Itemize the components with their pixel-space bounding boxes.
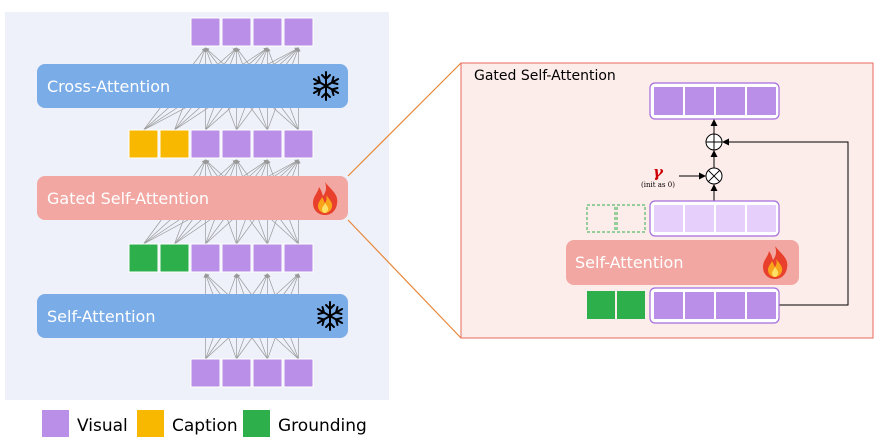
- visual-token: [190, 358, 221, 388]
- visual-token: [685, 292, 714, 319]
- right-self-attention-label: Self-Attention: [575, 253, 683, 272]
- token-row-grounding-visual: [128, 243, 314, 273]
- grounding-token: [159, 243, 190, 273]
- caption-token: [159, 129, 190, 159]
- visual-token: [252, 243, 283, 273]
- visual-token: [716, 292, 745, 319]
- right-panel-title: Gated Self-Attention: [474, 68, 616, 84]
- cross-attention-block: Cross-Attention: [37, 64, 348, 108]
- input-visual-token-group: [649, 287, 780, 324]
- zoom-connector-top: [347, 62, 462, 177]
- visual-token: [685, 205, 714, 232]
- token-row-top: [190, 17, 314, 47]
- legend-label-grounding: Grounding: [278, 416, 367, 436]
- self-attention-label: Self-Attention: [47, 307, 155, 326]
- visual-token: [283, 129, 314, 159]
- output-token-group: [649, 82, 780, 120]
- caption-token: [128, 129, 159, 159]
- grounding-token: [128, 243, 159, 273]
- visual-token: [747, 87, 776, 115]
- dashed-placeholder-group: [586, 204, 646, 233]
- plus-circle-icon: [705, 133, 723, 151]
- visual-token: [685, 87, 714, 115]
- visual-token: [654, 87, 683, 115]
- placeholder-token: [616, 204, 646, 233]
- visual-token: [747, 205, 776, 232]
- legend-label-caption: Caption: [172, 416, 238, 436]
- gated-self-attention-block: Gated Self-Attention: [37, 176, 348, 220]
- cross-attention-label: Cross-Attention: [47, 77, 170, 96]
- legend-swatch-caption: [137, 410, 164, 437]
- times-circle-icon: [705, 167, 723, 185]
- gamma-symbol: γ: [653, 163, 664, 181]
- visual-token: [221, 17, 252, 47]
- input-grounding-token-group: [587, 291, 645, 319]
- self-attention-block: Self-Attention: [37, 294, 348, 338]
- visual-token: [654, 292, 683, 319]
- token-row-bottom: [190, 358, 314, 388]
- visual-token: [190, 17, 221, 47]
- visual-token: [716, 205, 745, 232]
- visual-token: [252, 129, 283, 159]
- visual-token: [221, 129, 252, 159]
- visual-token: [190, 243, 221, 273]
- visual-token: [283, 243, 314, 273]
- zoom-connector-bottom: [347, 219, 462, 339]
- visual-token: [252, 17, 283, 47]
- visual-token: [654, 205, 683, 232]
- visual-token: [747, 292, 776, 319]
- token-row-caption-visual: [128, 129, 314, 159]
- residual-skip-arrow: [722, 138, 849, 306]
- legend-label-visual: Visual: [77, 416, 128, 436]
- gamma-init-note: (init as 0): [641, 181, 675, 189]
- visual-token: [221, 358, 252, 388]
- legend-swatch-visual: [42, 410, 69, 437]
- visual-token: [283, 17, 314, 47]
- placeholder-token: [586, 204, 616, 233]
- visual-token: [252, 358, 283, 388]
- visual-token: [221, 243, 252, 273]
- attention-output-token-group: [649, 200, 780, 237]
- visual-token: [190, 129, 221, 159]
- legend-swatch-grounding: [243, 410, 270, 437]
- visual-token: [716, 87, 745, 115]
- visual-token: [283, 358, 314, 388]
- grounding-token: [587, 291, 615, 319]
- legend: Visual Caption Grounding: [42, 410, 367, 437]
- gated-self-attention-label: Gated Self-Attention: [47, 189, 209, 208]
- right-self-attention-block: Self-Attention: [566, 240, 799, 285]
- grounding-token: [617, 291, 645, 319]
